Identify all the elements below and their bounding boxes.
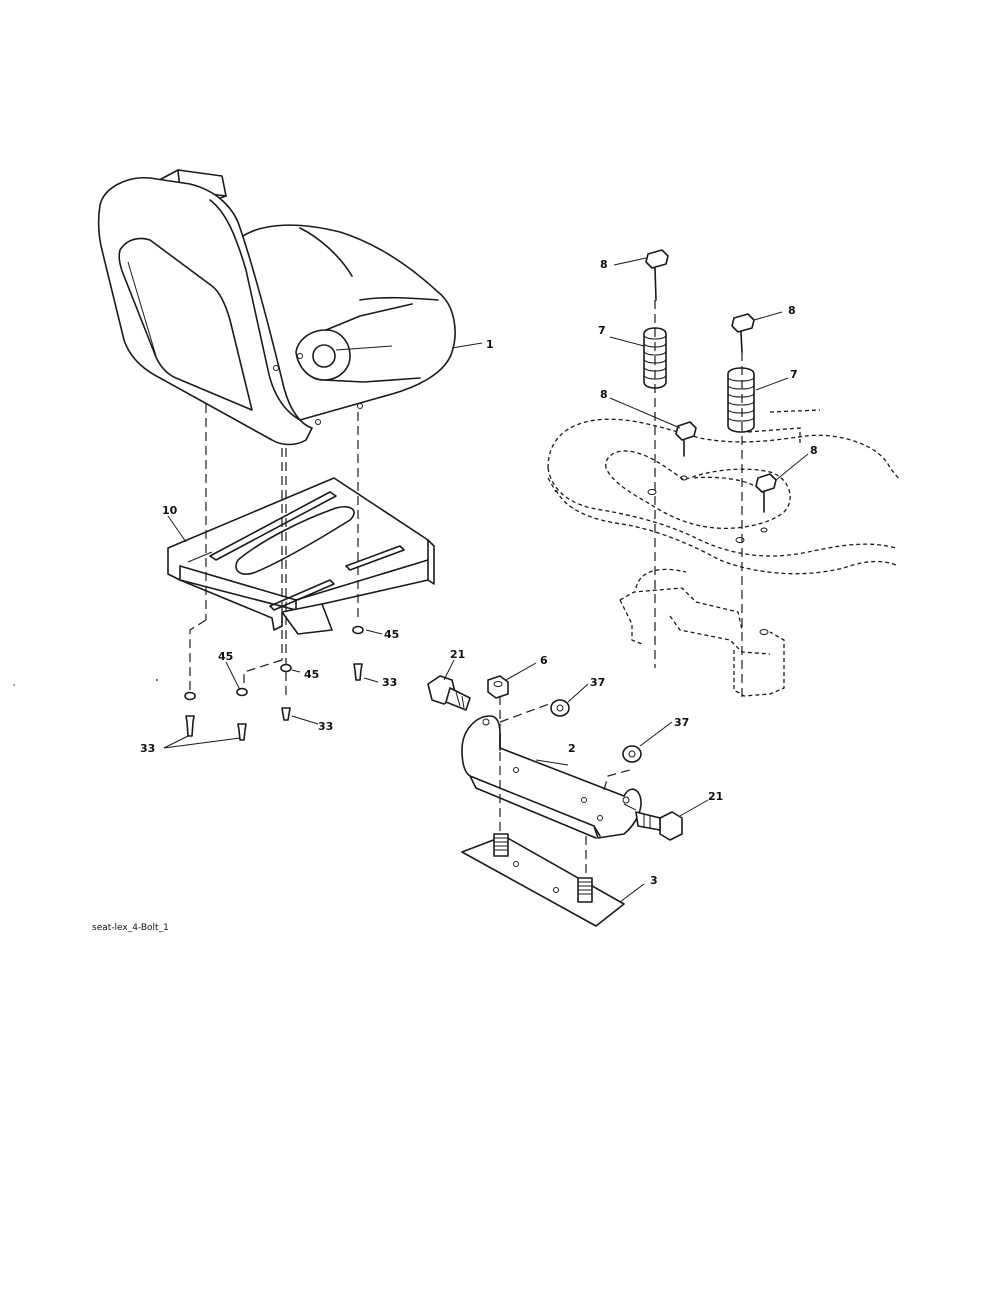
seat-pan [167,477,435,635]
callout-label: 2 [568,742,576,755]
callout-label: 37 [590,676,605,689]
callout-label: 3 [650,874,658,887]
callout-label: 8 [600,388,608,401]
callout-label: 45 [304,668,319,681]
callout-label: 8 [600,258,608,271]
mower-frame [547,409,901,697]
callout-label: 45 [384,628,399,641]
shoulder-bolts [427,675,683,841]
callout-labels: 1 10 45 45 45 33 33 33 21 6 37 2 37 21 3… [140,258,818,887]
callout-label: 1 [486,338,494,351]
springs [643,327,755,433]
callout-label: 7 [790,368,798,381]
callout-label: 21 [708,790,723,803]
callout-label: 45 [218,650,233,663]
hex-bolts [645,249,777,513]
callout-label: 33 [140,742,155,755]
bolts [185,663,363,741]
callout-label: 10 [162,504,178,517]
callout-label: 37 [674,716,689,729]
flat-washers [550,699,642,763]
diagram-caption: seat-lex_4-Bolt_1 [92,923,169,933]
seat-assembly [97,169,456,446]
washers [184,625,364,701]
callout-label: 8 [788,304,796,317]
callout-label: 33 [382,676,397,689]
callout-label: 33 [318,720,333,733]
callout-label: 21 [450,648,465,661]
callout-label: 6 [540,654,548,667]
callout-label: 7 [598,324,606,337]
hex-nut [487,675,509,699]
seat-bracket [461,715,642,839]
base-plate [461,833,625,927]
callout-label: 8 [810,444,818,457]
